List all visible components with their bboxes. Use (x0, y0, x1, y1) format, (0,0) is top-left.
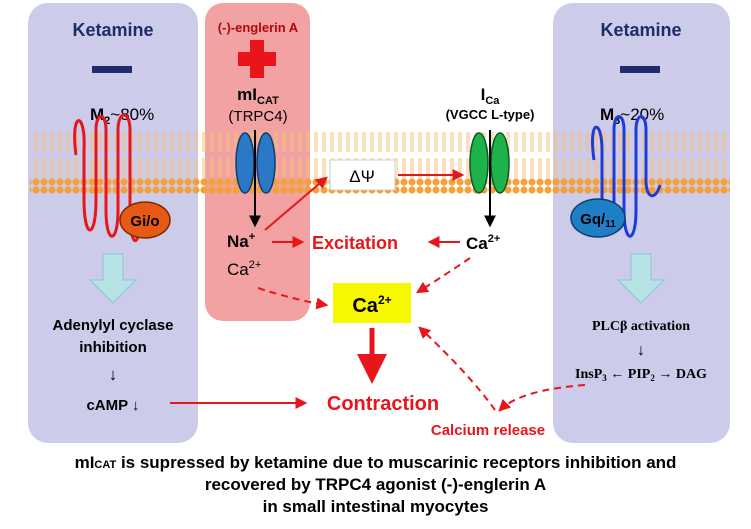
caption-line2: recovered by TRPC4 agonist (-)-englerin … (204, 475, 547, 494)
ca-box (333, 283, 411, 323)
gq-protein-icon (570, 198, 626, 238)
trpc4-channel-left-icon (235, 132, 255, 194)
vgcc-type-label: (VGCC L-type) (446, 107, 535, 122)
release-to-box-arrow (418, 326, 496, 411)
trpc4-label: (TRPC4) (228, 108, 287, 125)
adenylyl-line2: inhibition (79, 339, 146, 356)
plcb-label: PLCβ activation (592, 319, 690, 334)
left-minus-icon (92, 66, 132, 73)
left-ketamine-title: Ketamine (72, 20, 153, 40)
na-to-potential-arrow (264, 176, 328, 231)
right-receptor-label: M3~20% (600, 105, 664, 127)
gio-protein-icon (119, 201, 171, 239)
right-pathway-arrow-icon (616, 253, 666, 304)
vgcc-ca-to-box-arrow (415, 257, 471, 294)
vgcc-ca-ion-label: Ca2+ (466, 233, 500, 253)
left-down-arrow: ↓ (109, 365, 118, 384)
insp3-to-release-arrow (498, 384, 586, 412)
trpc-ca-to-box-arrow (257, 287, 329, 310)
left-panel (28, 3, 198, 443)
right-down-arrow: ↓ (637, 342, 645, 359)
diagram-svg: Ketamine M2~80% Gi/o Adenylyl cyclase in… (28, 3, 730, 443)
vgcc-channel-right-icon (490, 132, 510, 194)
vgcc-channel-left-icon (469, 132, 489, 194)
excitation-label: Excitation (312, 233, 398, 253)
na-ion-label: Na+ (227, 231, 255, 251)
calcium-release-label: Calcium release (431, 422, 545, 439)
englerin-label: (-)-englerin A (218, 20, 299, 35)
right-ketamine-title: Ketamine (600, 20, 681, 40)
right-panel (553, 3, 730, 443)
camp-label: cAMP ↓ (86, 397, 139, 414)
m3-receptor-icon (591, 115, 662, 238)
left-pathway-arrow-icon (88, 253, 138, 304)
contraction-label: Contraction (327, 393, 439, 415)
caption-line1: mICAT is supressed by ketamine due to mu… (74, 453, 677, 472)
ica-label: ICa (481, 85, 501, 107)
trpc4-channel-right-icon (256, 132, 276, 194)
gq-label: Gq/11 (580, 211, 616, 230)
m2-receptor-icon (73, 113, 142, 243)
micat-label: mICAT (237, 85, 279, 107)
insp3-pathway-label: InsP3 ← PIP2 → DAG (575, 367, 707, 383)
potential-box (329, 159, 396, 191)
ca-ion-label: Ca2+ (227, 259, 261, 279)
caption-line3: in small intestinal myocytes (262, 497, 489, 516)
plus-icon (238, 40, 276, 78)
ca-box-label: Ca2+ (352, 293, 391, 317)
delta-psi-label: ΔΨ (349, 167, 375, 186)
right-minus-icon (620, 66, 660, 73)
gio-label: Gi/o (130, 213, 159, 230)
adenylyl-line1: Adenylyl cyclase (53, 317, 174, 334)
